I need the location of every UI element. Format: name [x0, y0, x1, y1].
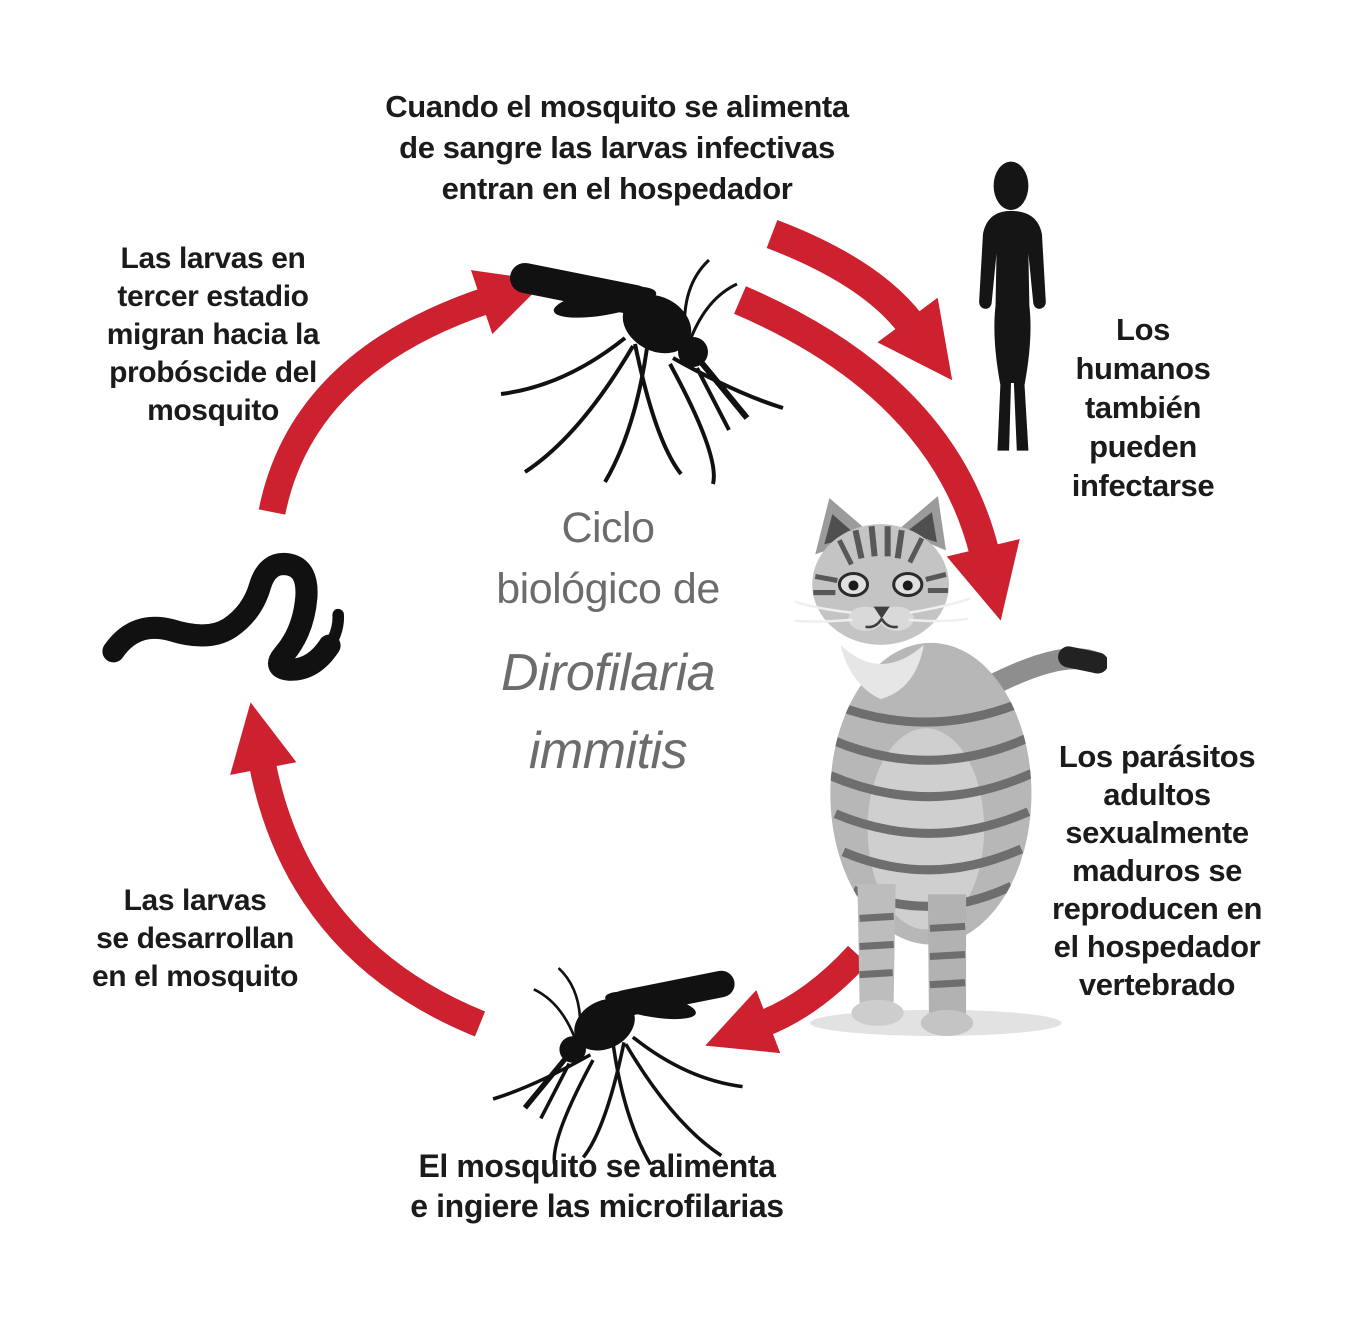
label-line: reproducen en — [1051, 891, 1263, 926]
cat-whiskers — [795, 597, 971, 623]
arrow-mosquito-to-larva — [230, 702, 486, 1037]
title-line: biológico de — [496, 565, 720, 613]
label-larvae-develop: Las larvas se desarrollan en el mosquito — [40, 882, 350, 996]
label-line: El mosquito se alimenta — [418, 1148, 776, 1184]
human-icon — [979, 161, 1046, 451]
label-humans-infected: Los humanos también pueden infectarse — [1013, 310, 1273, 505]
cat-body — [830, 642, 1032, 945]
arrow-mosquito-to-human — [766, 219, 953, 381]
species-line: immitis — [528, 722, 688, 780]
label-line: Cuando el mosquito se alimenta — [385, 89, 849, 124]
cat-chest-fur — [840, 644, 924, 700]
label-line: Las larvas — [123, 884, 267, 917]
label-line: probóscide del — [109, 356, 317, 389]
label-line: migran hacia la — [106, 318, 320, 351]
label-line: e ingiere las microfilarias — [410, 1188, 784, 1224]
label-line: Las larvas en — [120, 242, 306, 275]
label-line: en el mosquito — [91, 960, 299, 993]
title-line: Ciclo — [561, 504, 655, 552]
cat-tail — [985, 646, 1107, 694]
species-name: Dirofilaria immitis — [428, 634, 788, 790]
mosquito-icon-top — [485, 226, 785, 486]
arrow-cat-to-mosquito — [705, 945, 868, 1054]
label-line: tercer estadio — [117, 280, 309, 313]
page-title: Ciclo biológico de Dirofilaria immitis — [428, 498, 788, 790]
label-line: mosquito — [147, 394, 279, 427]
label-line: pueden — [1089, 429, 1197, 464]
arrow-mosquito-to-cat — [734, 286, 1020, 621]
label-line: de sangre las larvas infectivas — [399, 130, 835, 165]
label-line: también — [1084, 390, 1202, 425]
tabby-cat-image — [795, 496, 1107, 1036]
label-line: adultos — [1103, 777, 1211, 812]
mosquito-icon-bottom — [474, 938, 774, 1168]
cat-nose — [873, 606, 890, 619]
label-line: vertebrado — [1078, 967, 1236, 1002]
label-line: el hospedador — [1053, 929, 1261, 964]
label-mosquito-ingests: El mosquito se alimenta e ingiere las mi… — [347, 1146, 847, 1226]
label-line: entran en el hospedador — [441, 171, 793, 206]
label-adult-parasites: Los parásitos adultos sexualmente maduro… — [1007, 738, 1307, 1004]
label-larvae-migrate: Las larvas en tercer estadio migran haci… — [48, 240, 378, 430]
cat-legs — [851, 884, 974, 1036]
larva-worm-icon — [102, 552, 345, 681]
label-line: Los parásitos — [1058, 739, 1256, 774]
species-line: Dirofilaria — [500, 644, 716, 702]
label-line: maduros se — [1071, 853, 1242, 888]
label-mosquito-feeds-host: Cuando el mosquito se alimenta de sangre… — [317, 86, 917, 209]
label-line: se desarrollan — [96, 922, 294, 955]
arrow-larva-to-mosquito — [258, 270, 546, 515]
label-line: Los — [1116, 312, 1170, 347]
cat-eyes — [837, 571, 924, 598]
label-line: infectarse — [1071, 468, 1215, 503]
label-line: sexualmente — [1065, 815, 1249, 850]
label-line: humanos — [1075, 351, 1211, 386]
cat-head — [795, 496, 971, 645]
